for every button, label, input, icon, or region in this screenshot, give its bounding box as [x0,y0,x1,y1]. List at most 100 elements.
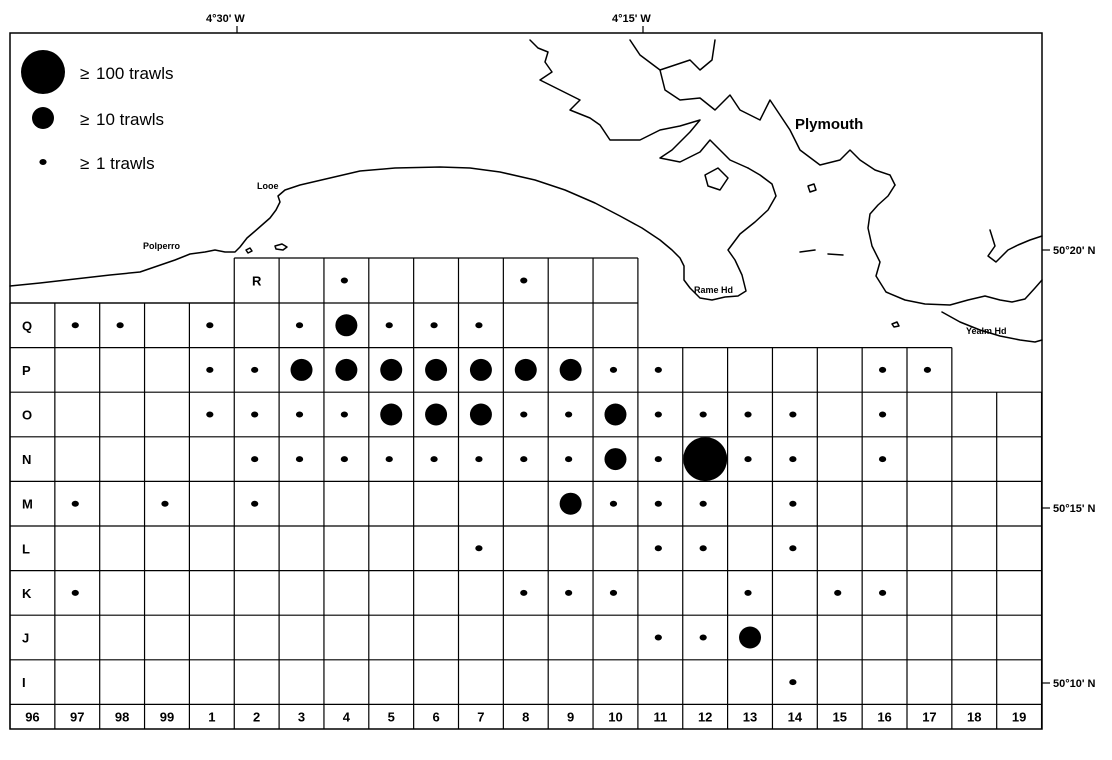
trawl-markers [71,277,932,686]
trawl-marker-O-12 [699,411,707,418]
legend-small-marker [39,159,47,165]
trawl-marker-L-7 [475,545,483,552]
place-looe: Looe [257,181,279,191]
legend-medium-symbol: ≥ [80,110,89,129]
trawl-marker-K-16 [878,589,887,596]
trawl-marker-N-2 [251,456,259,463]
longitude-label-4-30: 4°30' W [206,13,245,25]
trawl-marker-O-3 [295,411,304,418]
row-label-N: N [22,452,31,467]
trawl-marker-I-14 [789,679,797,686]
trawl-marker-P-10 [609,366,618,373]
trawl-marker-P-17 [923,366,932,373]
trawl-marker-O-14 [789,411,797,418]
trawl-marker-N-8 [520,456,528,463]
trawl-marker-Q-5 [385,322,393,329]
trawl-marker-P-1 [206,366,214,373]
trawl-marker-M-2 [251,500,259,507]
trawl-marker-Q-6 [430,322,438,329]
trawl-marker-O-2 [251,411,259,418]
column-label-16: 16 [877,710,891,725]
trawl-marker-Q-98 [116,322,124,329]
trawl-marker-J-12 [699,634,707,641]
yealm-rock [891,321,900,328]
trawl-marker-N-14 [789,456,797,463]
column-label-4: 4 [343,710,351,725]
trawl-marker-N-9 [565,456,573,463]
column-label-3: 3 [298,710,305,725]
place-yealm-head: Yealm Hd [966,326,1007,336]
trawl-marker-K-13 [744,589,752,596]
trawl-marker-R-8 [520,277,528,284]
trawl-marker-M-99 [161,500,169,507]
latitude-label-50-20: 50°20' N [1053,245,1096,257]
trawl-marker-O-9 [565,411,573,418]
trawl-marker-Q-97 [71,322,79,329]
row-label-M: M [22,497,33,512]
latitude-label-50-10: 50°10' N [1053,678,1096,690]
column-label-2: 2 [253,710,260,725]
legend-large-symbol: ≥ [80,64,89,83]
trawl-marker-N-4 [340,456,348,463]
trawl-marker-K-9 [565,589,573,596]
row-label-P: P [22,363,31,378]
trawl-marker-O-8 [520,411,528,418]
trawl-marker-O-4 [340,411,348,418]
trawl-marker-Q-7 [475,322,483,329]
yealm-estuary [987,229,1043,263]
column-label-15: 15 [832,710,846,725]
row-label-I: I [22,675,26,690]
trawl-marker-O-10 [604,403,627,426]
trawl-marker-O-5 [380,403,403,426]
legend-medium-marker [32,107,54,129]
trawl-marker-P-8 [514,358,537,381]
trawl-marker-Q-3 [295,322,304,329]
legend-large-marker [21,50,65,94]
trawl-marker-L-11 [654,545,662,552]
column-label-98: 98 [115,710,129,725]
trawl-marker-O-11 [654,411,662,418]
trawl-marker-P-2 [251,366,259,373]
trawl-marker-P-9 [559,358,582,381]
column-label-12: 12 [698,710,712,725]
legend: ≥ 100 trawls ≥ 10 trawls ≥ 1 trawls [21,50,173,173]
map-frame [9,32,1043,730]
coastline-cornwall [9,166,777,301]
trawl-marker-N-12 [683,437,728,482]
row-label-Q: Q [22,318,32,333]
trawl-marker-M-9 [559,492,582,515]
column-label-99: 99 [160,710,174,725]
trawl-marker-N-5 [385,456,393,463]
column-label-97: 97 [70,710,84,725]
column-label-13: 13 [743,710,757,725]
column-label-1: 1 [208,710,215,725]
trawl-marker-O-6 [425,403,448,426]
row-label-O: O [22,408,32,423]
trawl-marker-K-15 [834,589,842,596]
column-label-7: 7 [477,710,484,725]
column-label-5: 5 [388,710,395,725]
column-label-6: 6 [432,710,439,725]
trawl-marker-M-97 [71,500,79,507]
grid-lines [9,257,1043,729]
trawl-marker-M-11 [654,500,662,507]
trawl-marker-L-14 [789,545,797,552]
hamoaze [629,39,716,71]
coordinate-ticks [236,26,1050,684]
row-label-K: K [22,586,32,601]
trawl-marker-K-8 [520,589,528,596]
column-label-8: 8 [522,710,529,725]
column-label-18: 18 [967,710,981,725]
legend-small-text: 1 trawls [96,154,155,173]
trawl-marker-N-6 [430,456,438,463]
trawl-marker-N-3 [295,456,304,463]
millbay-inlet [704,167,729,191]
trawl-marker-O-13 [744,411,752,418]
trawl-marker-P-6 [425,358,448,381]
trawl-marker-K-97 [71,589,79,596]
trawl-marker-K-10 [609,589,618,596]
trawl-marker-P-5 [380,358,403,381]
